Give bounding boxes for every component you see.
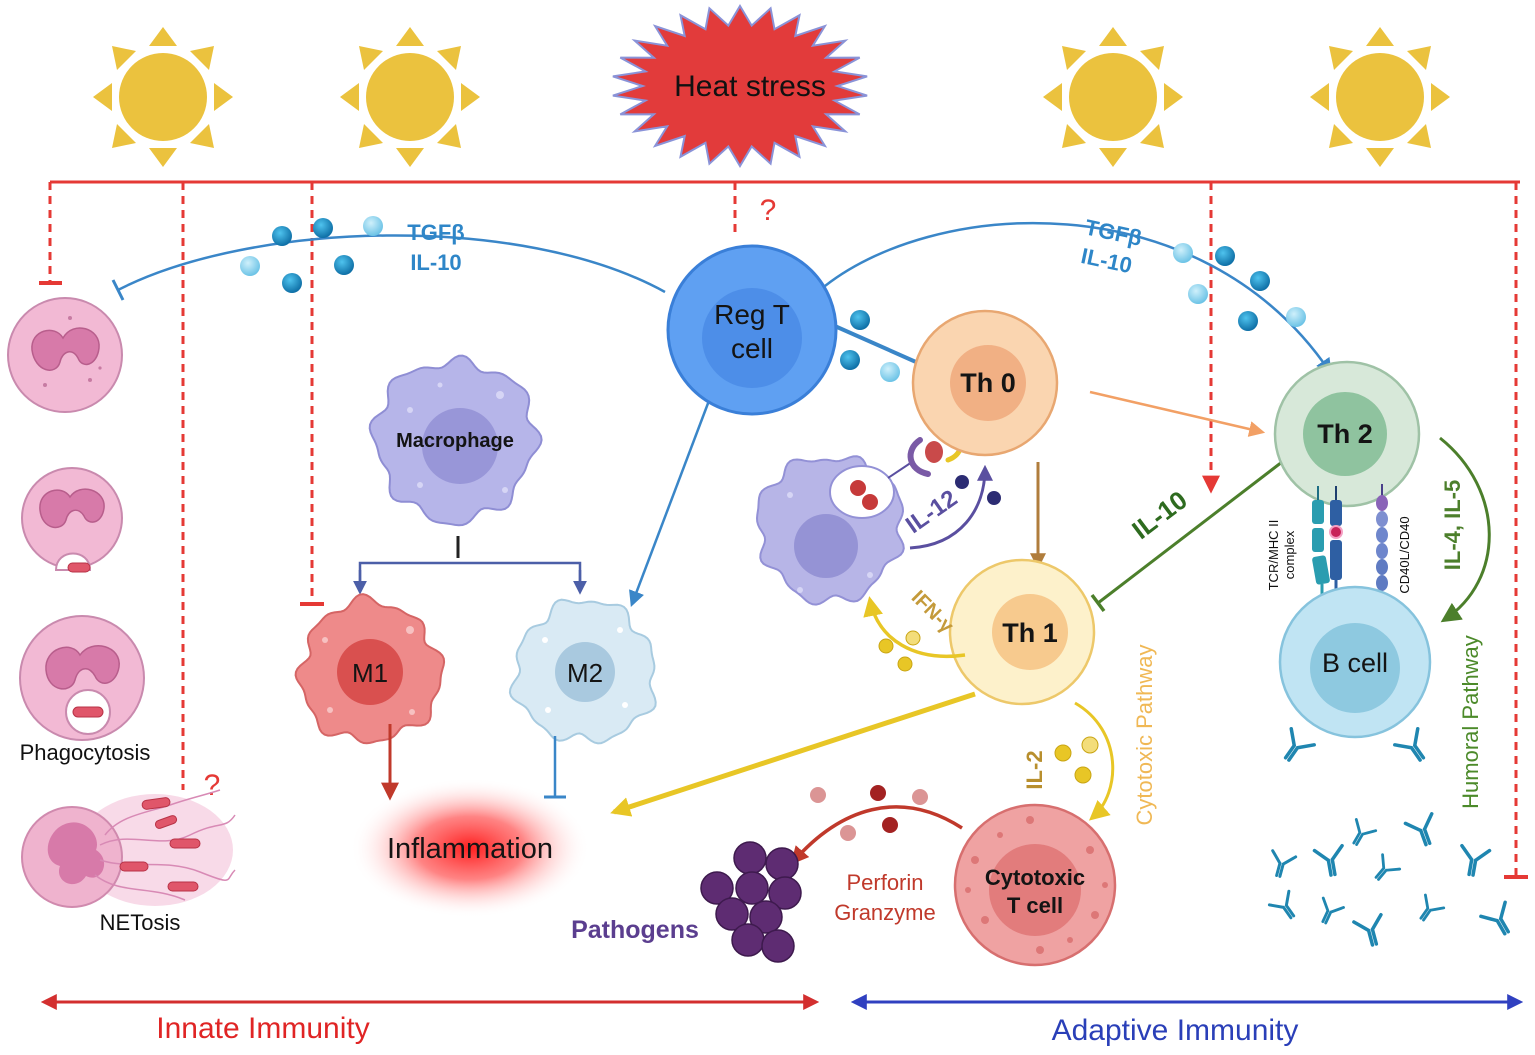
mhc-stalk [887,461,913,479]
heat-stress-effect-lines [39,180,1528,879]
inflammation-zone [350,778,590,918]
pathogens-label: Pathogens [571,916,699,944]
cytotoxic-t-cell: Cytotoxic T cell [953,803,1117,967]
nucleus-icon [39,488,105,529]
reg-t-label: Reg T [714,299,790,330]
nucleus-icon [47,822,105,885]
inhibit-bar [111,279,125,301]
regt-to-th2-arrow [819,222,1332,375]
regt-to-neutrophil-inhibition [117,234,666,294]
th2-cell: Th 2 [1273,360,1421,508]
th1-label: Th 1 [1002,618,1058,648]
cytokine-dot [840,350,860,370]
cytotoxic-to-pathogen-arrow [790,805,963,865]
cytokine-dot [1081,736,1099,754]
b-cell-label: B cell [1322,648,1388,678]
pathogens-cluster [700,841,802,963]
heat-stress-banner: Heat stress [612,4,868,168]
macrophage-label: Macrophage [396,430,514,452]
starburst-icon [612,4,868,168]
netosis-label: NETosis [100,910,181,935]
reg-t-cell: Reg T cell [666,244,838,416]
th0-to-th2-arrow [1089,390,1266,437]
cytokine-dots-left [240,216,383,293]
inhibit-bar [1090,593,1106,613]
il4-il5-label: IL-4, IL-5 [1440,480,1465,570]
cytokine-dot [878,638,894,654]
cytokine-dot [897,656,913,672]
th0-label: Th 0 [960,368,1016,398]
cytotoxic-t-label: T cell [1007,893,1063,918]
cytokine-dot [850,310,870,330]
bacterium-icon [141,797,171,810]
tgfb-label-left: TGFβ [407,220,464,245]
th2-to-th1-inhibition [1097,460,1283,605]
neutrophil-netosis [21,789,236,908]
cytokine-dot [955,475,969,489]
cytokine-dot [987,491,1001,505]
phagocytosis-label: Phagocytosis [20,740,151,765]
adaptive-immunity-label: Adaptive Immunity [1052,1014,1299,1047]
humoral-pathway-label: Humoral Pathway [1458,635,1483,809]
perforin-granzyme-dots [810,785,928,841]
tcr-mhc-label: complex [1282,530,1297,579]
innate-immunity-label: Innate Immunity [156,1012,369,1045]
th2-label: Th 2 [1317,419,1373,449]
regt-to-m2-arrow [629,397,712,607]
m2-label: M2 [567,658,603,688]
neutrophil-engulfing [21,467,123,573]
cytotoxic-t-label: Cytotoxic [985,865,1085,890]
antigen-presenting-cell [755,422,965,606]
bacterium-icon [72,706,104,718]
inflammation-label: Inflammation [387,833,553,865]
th1-to-cytotoxic-arrow [1074,701,1115,821]
bacterium-icon [119,861,149,872]
m1-macrophage: M1 [294,593,446,745]
il2-label: IL-2 [1022,750,1047,789]
macrophage-cell: Macrophage [368,354,543,527]
b-cell: B cell [1278,585,1432,739]
granzyme-label: Granzyme [834,900,935,925]
antigen-icon [925,441,943,463]
cytokine-dots-right [1173,243,1306,331]
bacterium-icon [169,838,201,849]
tcr-mhc-label: TCR/MHC II [1266,520,1281,591]
perforin-label: Perforin [846,870,923,895]
th1-to-inflammation-arrow [610,691,976,817]
nucleus-icon [31,327,100,371]
nucleus-icon [45,645,120,690]
cd40-label: CD40L/CD40 [1397,516,1412,593]
ifng-arrow [863,596,966,658]
m1-label: M1 [352,658,388,688]
cytokine-dot [1054,744,1072,762]
neutrophil-resting [7,297,123,413]
cytotoxic-pathway-label: Cytotoxic Pathway [1132,645,1157,826]
cytokine-dot [880,362,900,382]
question-mark-regt: ? [760,194,777,227]
mhc-receptor-icon [907,437,931,477]
reg-t-label: cell [731,333,773,364]
cytokine-dot [1074,766,1092,784]
th1-cell: Th 1 [948,558,1096,706]
bacterium-icon [67,562,91,573]
il12-arrow [909,464,993,550]
neutrophil-phagosome [19,615,145,741]
bacterium-icon [154,815,178,829]
th2-to-bcell-arrow [1439,436,1491,623]
antigen-icon [1329,525,1343,539]
th0-cell: Th 0 [911,309,1059,457]
m2-macrophage: M2 [508,598,657,745]
macrophage-polarization-branch [353,561,587,595]
heat-stress-label: Heat stress [674,70,826,103]
cytokine-dot [905,630,921,646]
question-mark-netosis: ? [204,769,221,802]
il10-label-left: IL-10 [410,250,461,275]
bacterium-icon [167,881,199,892]
